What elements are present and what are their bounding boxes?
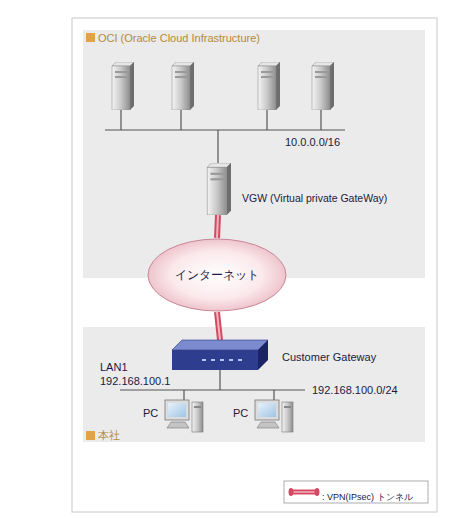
text-slot: 10.0.0.0/16 [285, 135, 340, 149]
node-label: LAN1 192.168.100.1 [100, 360, 172, 388]
text-slot: Customer Gateway [282, 350, 376, 364]
text-slot: LAN1 192.168.100.1 [100, 360, 172, 388]
pc: PC [253, 398, 295, 436]
router: Customer GatewayLAN1 192.168.100.1 [172, 340, 268, 370]
server-icon [205, 163, 231, 215]
pc-icon [253, 398, 295, 436]
legend-entry: : VPN(IPsec) トンネル [322, 486, 413, 504]
vpn-tunnel [217, 312, 220, 340]
internet-cloud: インターネット [147, 238, 287, 312]
legend-text: : VPN(IPsec) トンネル [322, 491, 413, 503]
node-label: PC [233, 406, 248, 420]
pc-icon [163, 398, 205, 436]
pc: PC [163, 398, 205, 436]
node-label: OCI (Oracle Cloud Infrastructure) [98, 31, 260, 45]
text-slot: OCI (Oracle Cloud Infrastructure) [98, 31, 260, 45]
network-address: 192.168.100.0/24 [312, 383, 398, 397]
node-label: VGW (Virtual private GateWay) [242, 192, 387, 206]
router-icon [172, 340, 268, 370]
text-slot: PC [233, 406, 248, 420]
cloud-panel: OCI (Oracle Cloud Infrastructure) VGW (Vi… [83, 30, 425, 278]
vpn-tunnel [217, 215, 218, 238]
text-slot: インターネット [175, 268, 259, 283]
node-label: 本社 [98, 428, 120, 442]
tunnel-sample [289, 488, 320, 496]
vgw-server: VGW (Virtual private GateWay) [205, 163, 231, 215]
text-slot: VGW (Virtual private GateWay) [242, 192, 387, 206]
text-slot: 本社 [98, 428, 120, 442]
node-label: インターネット [175, 268, 259, 283]
node-label: Customer Gateway [282, 350, 376, 364]
node-label: PC [143, 406, 158, 420]
network-address: 10.0.0.0/16 [285, 135, 340, 149]
text-slot: 192.168.100.0/24 [312, 383, 398, 397]
text-slot: PC [143, 406, 158, 420]
